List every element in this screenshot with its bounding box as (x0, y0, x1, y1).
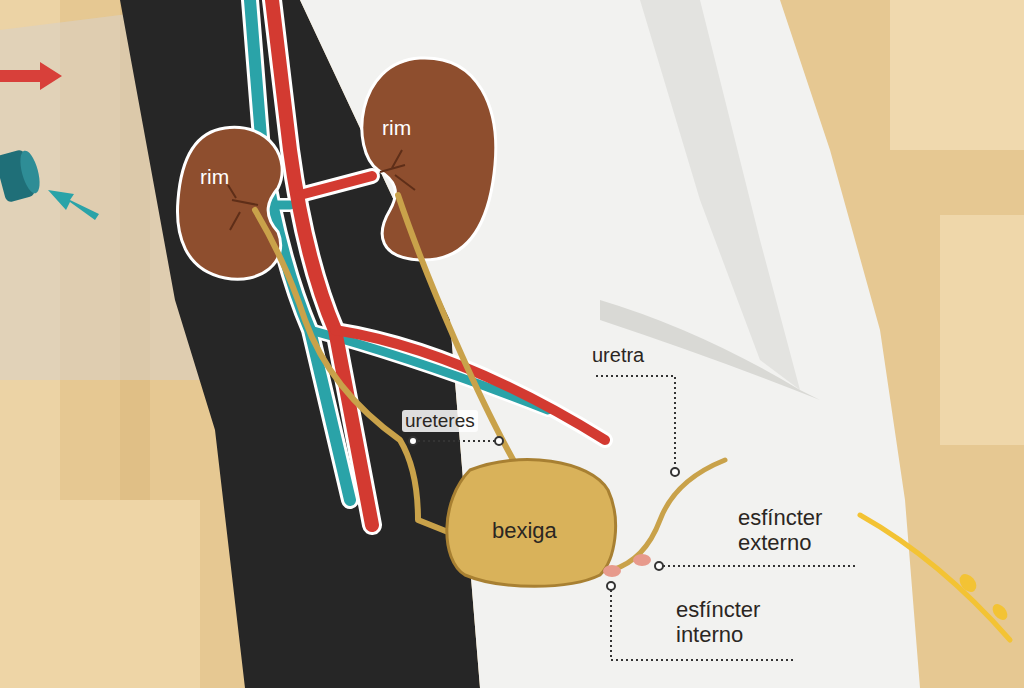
organ-label: rim (382, 116, 411, 140)
part-label: esfíncter interno (676, 597, 801, 648)
part-label: uretra (592, 344, 644, 367)
organ-label: rim (200, 165, 229, 189)
part-label: ureteres (402, 410, 478, 432)
organ-label: bexiga (492, 518, 557, 543)
part-label: esfíncter externo (738, 505, 863, 556)
